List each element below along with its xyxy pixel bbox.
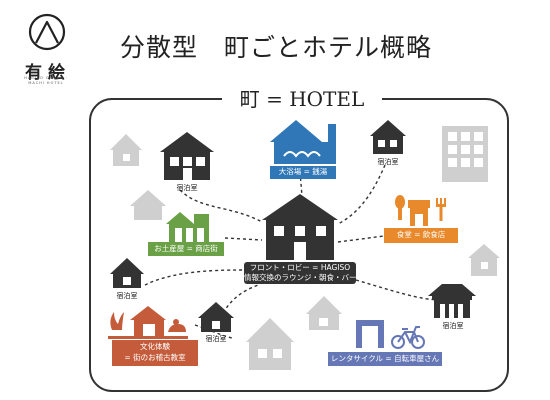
dining-house — [395, 195, 446, 226]
cycle-shop — [356, 320, 384, 348]
shop-house — [166, 212, 209, 242]
room-house-bottom-mid — [198, 302, 234, 332]
bath-label: 大浴場 = 銭湯 — [278, 167, 328, 176]
room-house-bottom-right — [428, 284, 476, 318]
cycle-label: レンタサイクル = 自転車屋さん — [330, 354, 440, 363]
room-caption-mid-left: 宿泊室 — [116, 292, 138, 300]
shop-label: お土産屋 = 商店街 — [154, 244, 218, 253]
ghost-house-1 — [110, 134, 142, 166]
hagiso-building — [262, 194, 338, 260]
frame-title: 町 = HOTEL — [222, 86, 382, 112]
room-house-mid-left — [110, 258, 144, 288]
room-caption-top-left: 宿泊室 — [176, 184, 198, 192]
room-house-top-right — [370, 120, 406, 154]
room-house-top-left — [160, 132, 214, 180]
logo-mark — [28, 13, 66, 51]
dining-label-box — [384, 228, 458, 243]
logo-subtitle: HAGISO GROUP · MACHI HOTEL — [24, 76, 68, 85]
slide-title: 分散型 町ごとホテル概略 — [120, 33, 433, 62]
bicycle-icon — [391, 326, 425, 349]
ghost-house-4 — [246, 318, 294, 370]
culture-label-line1: 文化体験 — [140, 342, 170, 351]
ghost-house-5 — [130, 190, 166, 220]
shop-label-box — [148, 242, 224, 256]
room-caption-top-right: 宿泊室 — [377, 158, 399, 166]
center-label-line2: 情報交換のラウンジ・朝食・バー — [244, 273, 357, 282]
ghost-house-3 — [306, 296, 342, 330]
bath-house — [270, 120, 336, 164]
bath-label-box — [270, 166, 336, 179]
culture-label-box — [112, 340, 198, 366]
ghost-house-2 — [468, 244, 500, 276]
center-label-line1: フロント・ロビー = HAGISO — [249, 263, 351, 272]
cycle-label-box — [328, 352, 442, 366]
room-caption-bottom-right: 宿泊室 — [442, 322, 464, 330]
ghost-building — [442, 126, 488, 182]
center-label-box — [244, 262, 356, 284]
logo-kanji: 有 絵 — [25, 63, 65, 83]
dining-label: 食堂 = 飲食店 — [396, 230, 446, 239]
culture-house — [108, 306, 188, 339]
culture-label-line2: = 街のお稽古教室 — [124, 353, 186, 362]
room-caption-bottom-mid: 宿泊室 — [205, 335, 227, 343]
